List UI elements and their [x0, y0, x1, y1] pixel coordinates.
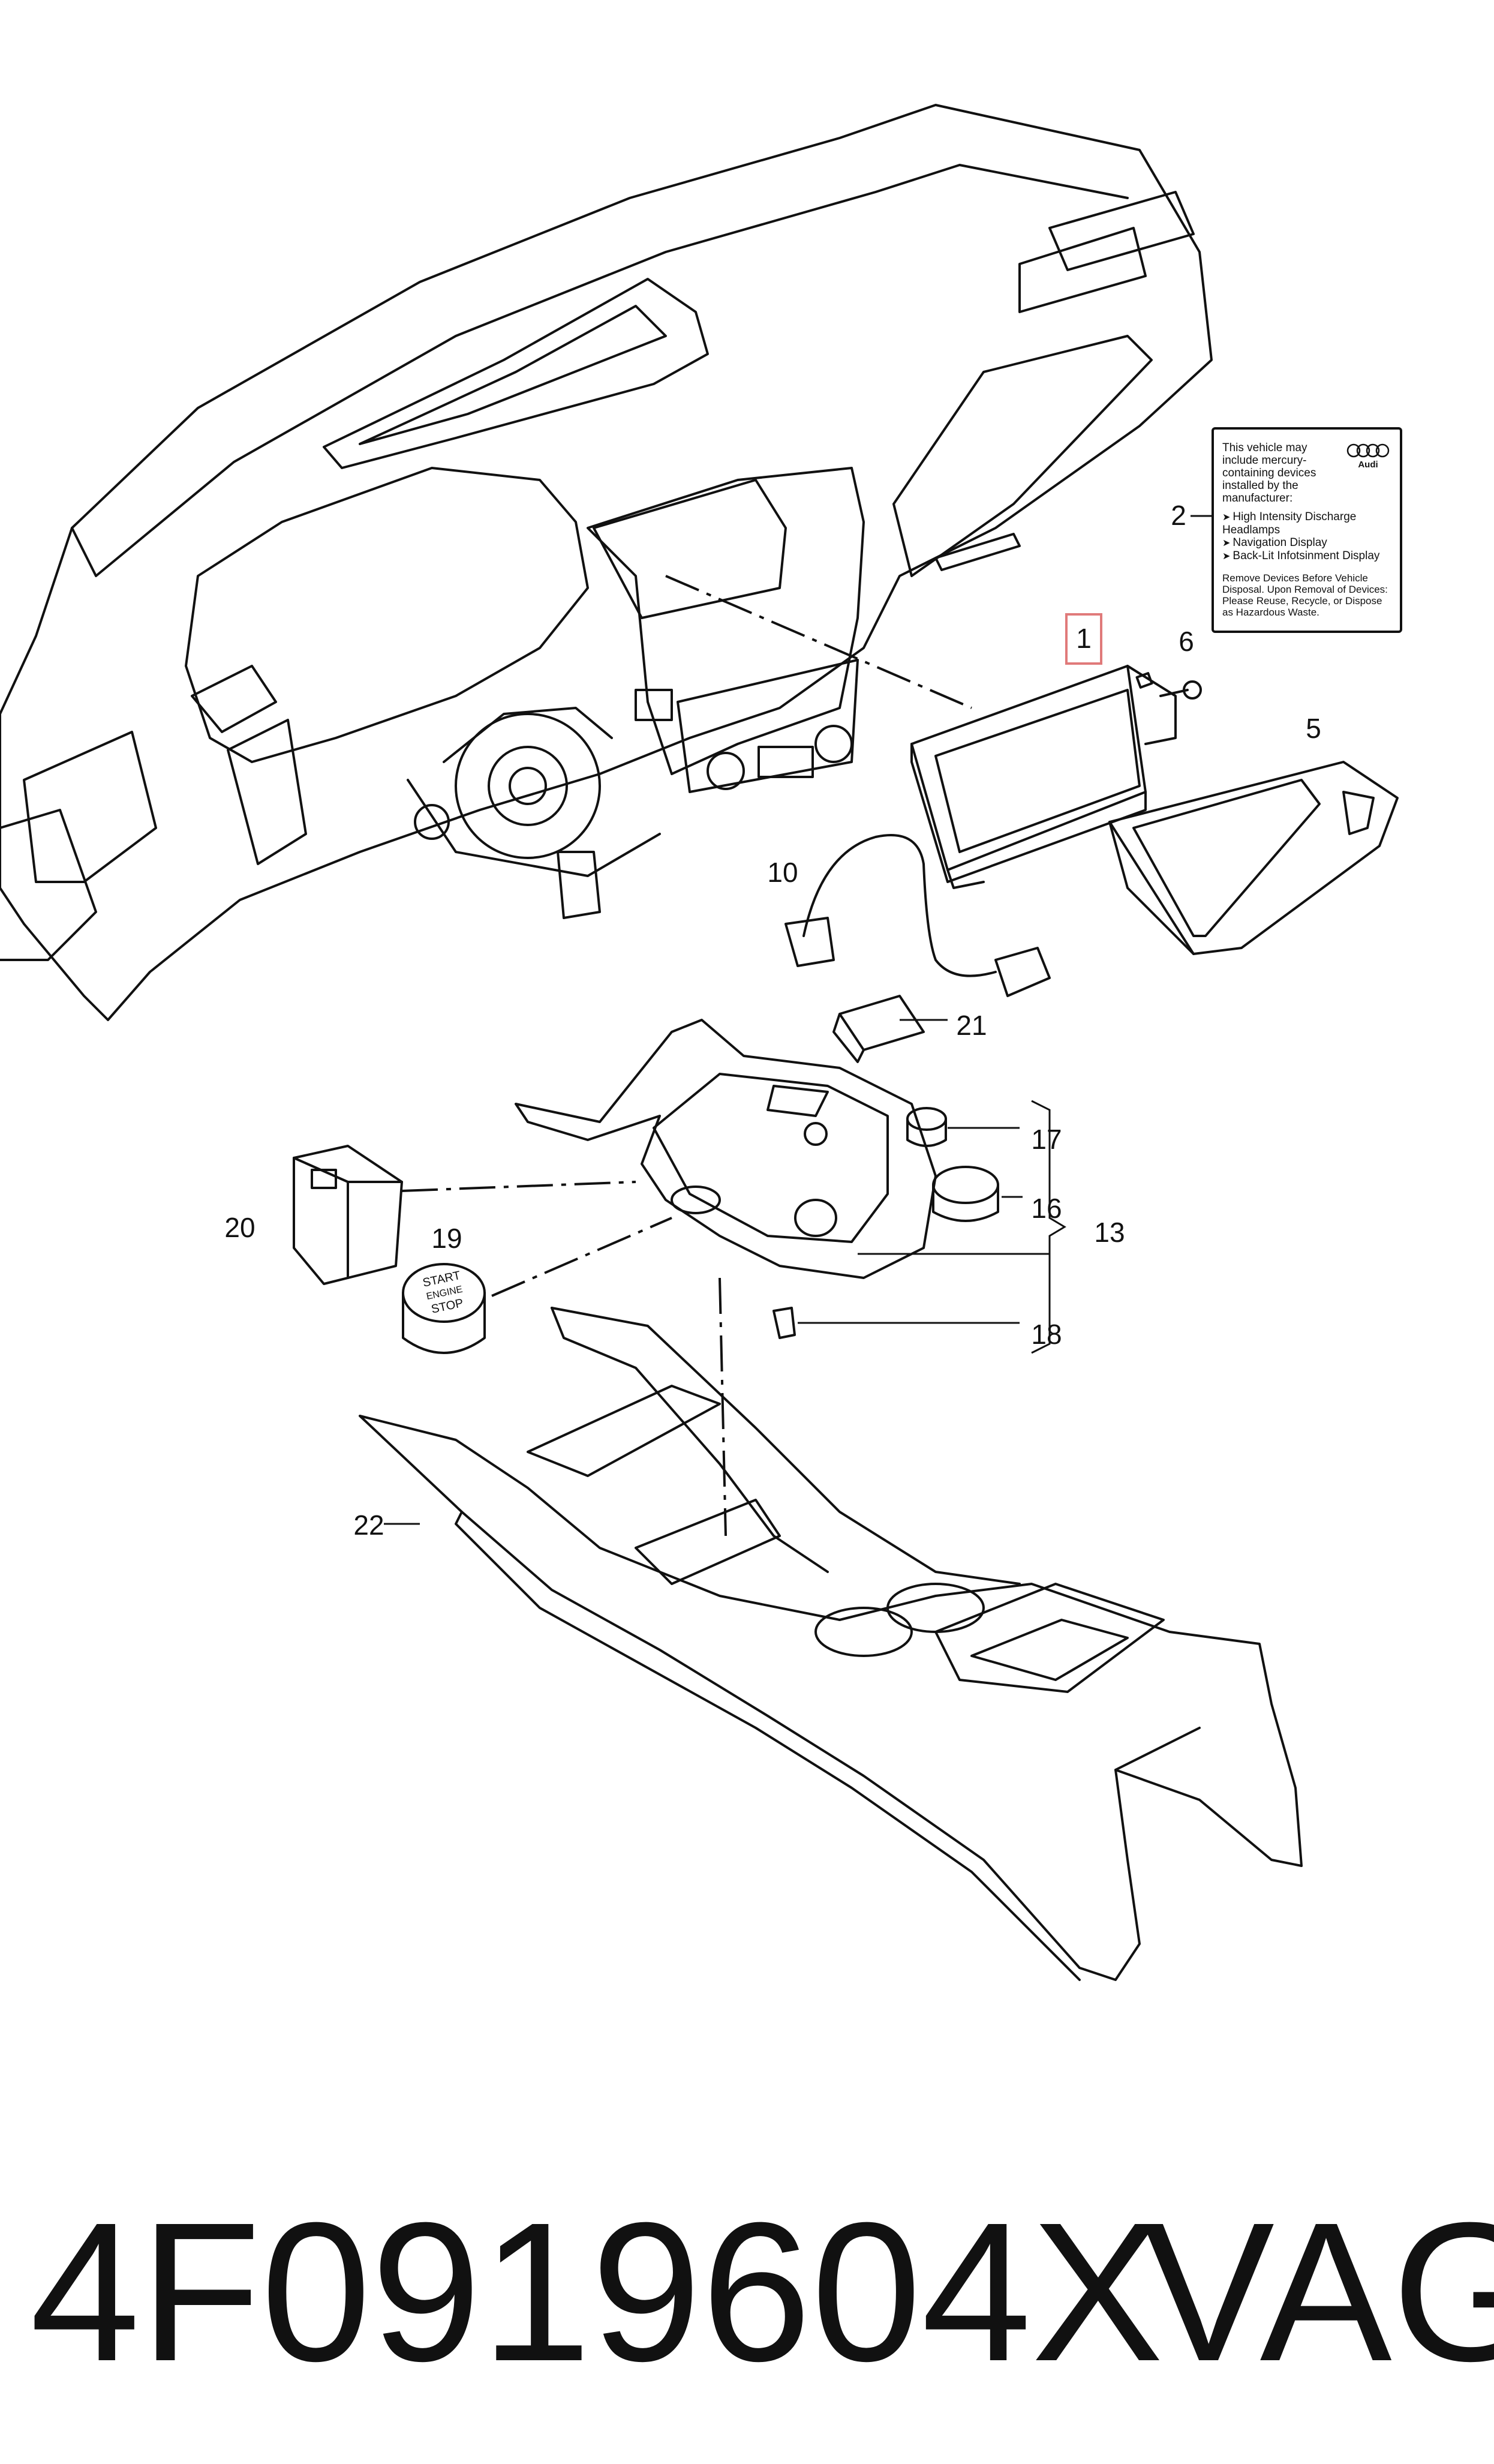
brand-name: VAG: [1143, 2181, 1494, 2402]
part-number: 4F0919604X: [30, 2181, 1164, 2402]
callout-17: 17: [1031, 1124, 1062, 1155]
footer: 4F0919604X VAG: [0, 2184, 1494, 2400]
callout-21: 21: [956, 1010, 987, 1041]
callout-2: 2: [1171, 500, 1186, 531]
audi-logo-text: Audi: [1358, 460, 1378, 470]
parts-exploded-diagram: START ENGINE STOP 1 2 5 6 10 13 16 17 18…: [0, 104, 1399, 1981]
part-22-center-console: [359, 1307, 1303, 1981]
part-5-display-bezel: [1108, 761, 1399, 955]
callout-6: 6: [1179, 626, 1194, 657]
callout-18: 18: [1031, 1319, 1062, 1350]
warning-device-item: Back-Lit Infotsinment Display: [1222, 550, 1391, 563]
warning-disposal-note: Remove Devices Before Vehicle Disposal. …: [1222, 572, 1388, 618]
callout-1: 1: [1076, 623, 1092, 654]
dashboard-panel: [0, 104, 1213, 1021]
callout-19: 19: [431, 1223, 462, 1254]
callout-20: 20: [224, 1212, 255, 1243]
leader-line-console: [719, 1277, 727, 1536]
callout-22: 22: [353, 1509, 384, 1541]
callout-10: 10: [767, 857, 798, 888]
callout-13: 13: [1094, 1217, 1125, 1248]
leader-line-20: [401, 1181, 636, 1192]
leader-line-19: [491, 1217, 672, 1297]
warning-device-item: Navigation Display: [1222, 536, 1391, 550]
warning-device-item: High Intensity Discharge Headlamps: [1222, 511, 1391, 536]
leader-line-radio: [665, 575, 972, 709]
audi-rings-icon: [1346, 443, 1390, 458]
part-18-clip: [772, 1307, 796, 1339]
part-6-screw: [1159, 680, 1202, 700]
part-19-start-stop-button: START ENGINE STOP: [402, 1263, 486, 1354]
part-1-highlight-box: [1065, 613, 1102, 665]
part-20-switch-block: [293, 1145, 403, 1285]
part-17-small-knob: [906, 1107, 947, 1147]
audi-logo: Audi: [1346, 443, 1390, 471]
part-16-large-knob: [932, 1166, 999, 1222]
part-1-display-unit: [910, 665, 1177, 889]
callout-5: 5: [1306, 713, 1321, 744]
part-10-wiring-harness: [784, 834, 1051, 997]
warning-device-list: High Intensity Discharge Headlamps Navig…: [1222, 511, 1391, 563]
part-21-storage-tray: [832, 995, 925, 1063]
part-13-console-trim: [515, 1019, 937, 1279]
warning-intro: This vehicle may include mercury-contain…: [1222, 442, 1316, 505]
part-2-warning-label: Audi This vehicle may include mercury-co…: [1212, 427, 1402, 633]
callout-16: 16: [1031, 1193, 1062, 1224]
bracket-13: [1031, 1100, 1066, 1354]
